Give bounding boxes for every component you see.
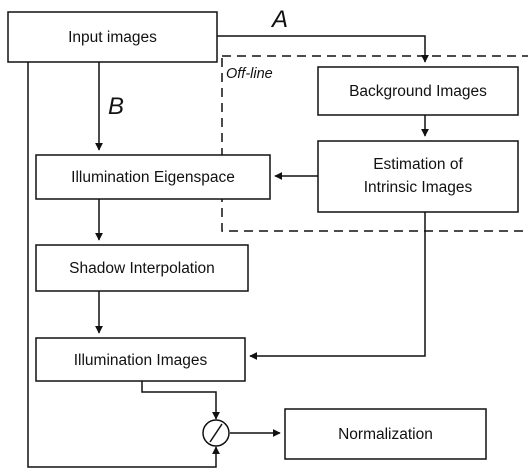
path-label-b: B [108, 93, 124, 120]
node-normalization: Normalization [284, 408, 487, 460]
node-shadow-interpolation: Shadow Interpolation [35, 244, 249, 292]
node-illumination-eigenspace: Illumination Eigenspace [35, 154, 271, 200]
divide-slash-icon [209, 423, 223, 443]
node-estimation-line2: Intrinsic Images [364, 179, 473, 196]
node-illumination-images-label: Illumination Images [74, 352, 208, 369]
offline-region [221, 55, 528, 232]
node-background-images-label: Background Images [349, 83, 487, 100]
edges [27, 35, 429, 468]
node-input-images-label: Input images [68, 29, 157, 46]
node-background-images: Background Images [317, 66, 519, 116]
edge-input-to-background [217, 35, 429, 63]
node-illumination-images: Illumination Images [35, 337, 246, 382]
edge-input-to-divide [27, 62, 220, 468]
offline-label: Off-line [226, 66, 273, 82]
node-estimation-line1: Estimation of [373, 156, 463, 173]
node-illumination-eigenspace-label: Illumination Eigenspace [71, 169, 235, 186]
divide-operator [202, 419, 230, 447]
edge-illumination-images-to-divide [141, 381, 220, 420]
node-normalization-label: Normalization [338, 426, 433, 443]
node-input-images: Input images [7, 11, 218, 63]
node-estimation-intrinsic: Estimation of Intrinsic Images [317, 140, 519, 213]
node-shadow-interpolation-label: Shadow Interpolation [69, 260, 215, 277]
edge-estimation-to-illumination-images [249, 212, 426, 360]
path-label-a: A [270, 6, 288, 33]
